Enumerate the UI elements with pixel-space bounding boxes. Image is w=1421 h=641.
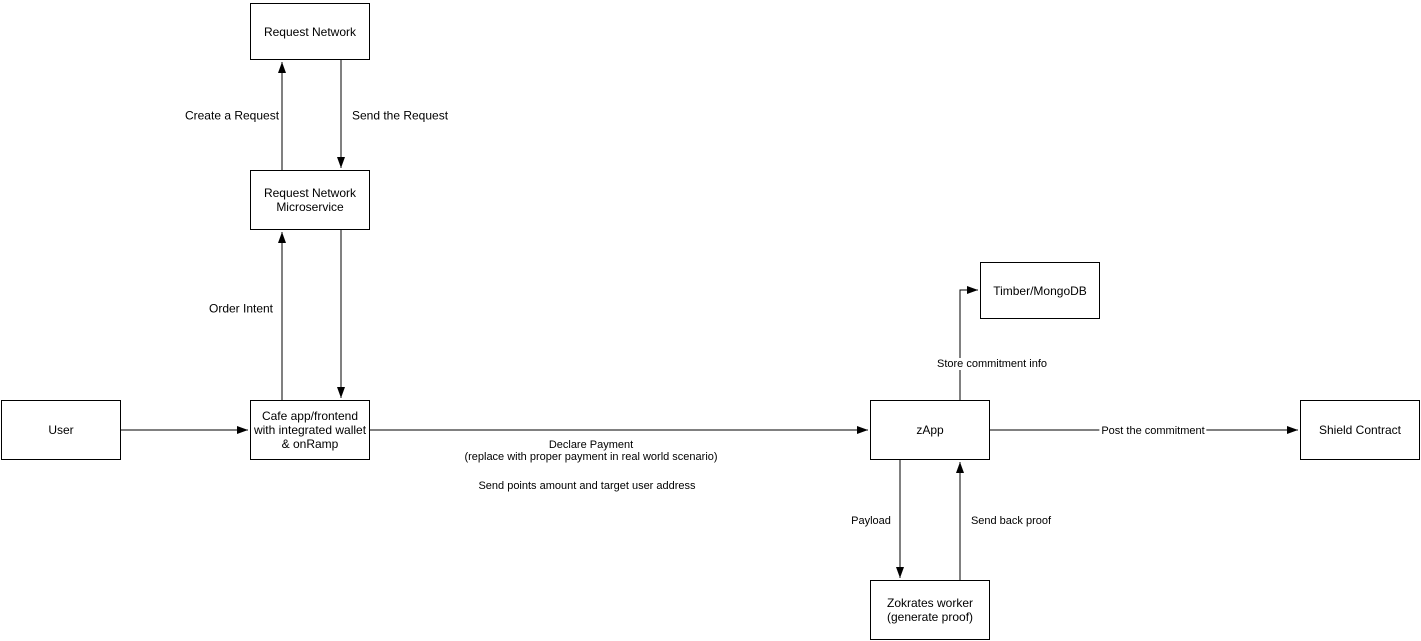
- node-zokrates-worker-label: Zokrates worker (generate proof): [886, 596, 974, 624]
- edge-label-send-the-request: Send the Request: [349, 108, 451, 123]
- edge-label-store-commitment-info: Store commitment info: [934, 358, 1050, 370]
- node-cafe-app[interactable]: Cafe app/frontend with integrated wallet…: [250, 400, 370, 460]
- edge-label-send-back-proof: Send back proof: [968, 515, 1054, 527]
- node-user[interactable]: User: [1, 400, 121, 460]
- edge-label-payload: Payload: [849, 515, 893, 527]
- node-zapp-label: zApp: [916, 423, 944, 437]
- node-user-label: User: [48, 423, 74, 437]
- node-shield-contract[interactable]: Shield Contract: [1300, 400, 1420, 460]
- edge-label-post-the-commitment: Post the commitment: [1099, 425, 1207, 437]
- node-request-network-label: Request Network: [263, 24, 357, 39]
- node-cafe-app-label: Cafe app/frontend with integrated wallet…: [253, 409, 367, 451]
- node-timber-mongodb[interactable]: Timber/MongoDB: [980, 262, 1100, 319]
- node-request-network-microservice-label: Request Network Microservice: [263, 186, 357, 214]
- edge-label-send-points-amount: Send points amount and target user addre…: [476, 480, 698, 492]
- node-shield-contract-label: Shield Contract: [1318, 423, 1402, 437]
- node-request-network-microservice[interactable]: Request Network Microservice: [250, 170, 370, 230]
- edge-label-order-intent: Order Intent: [206, 301, 276, 316]
- node-request-network[interactable]: Request Network: [250, 3, 370, 60]
- node-timber-mongodb-label: Timber/MongoDB: [993, 283, 1087, 298]
- node-zokrates-worker[interactable]: Zokrates worker (generate proof): [870, 580, 990, 640]
- edge-label-create-a-request: Create a Request: [182, 108, 282, 123]
- node-zapp[interactable]: zApp: [870, 400, 990, 460]
- edge-label-declare-payment: Declare Payment (replace with proper pay…: [462, 439, 720, 463]
- edge-zapp-to-timber-mongodb: [959, 286, 978, 400]
